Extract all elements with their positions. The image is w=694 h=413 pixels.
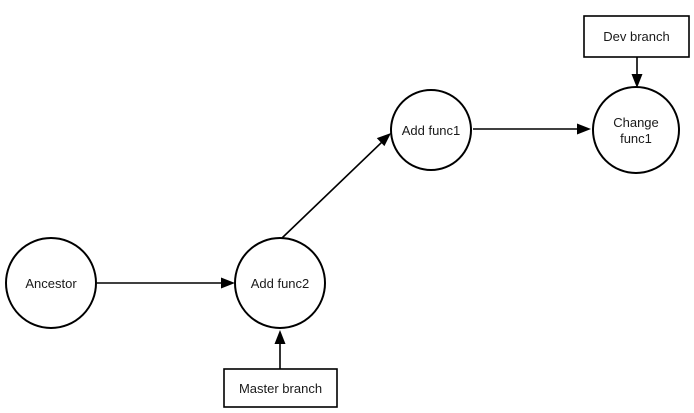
node-change-func1-label-line1: Change [613, 115, 659, 130]
edge-add-func2-to-add-func1 [281, 133, 391, 239]
node-ancestor-label: Ancestor [25, 276, 77, 291]
master-branch-box: Master branch [223, 368, 338, 408]
node-add-func1-label: Add func1 [402, 123, 461, 138]
edge-dev-branch-to-change-func1 [631, 57, 643, 88]
node-add-func2: Add func2 [234, 237, 326, 329]
master-branch-label: Master branch [239, 381, 322, 396]
node-ancestor: Ancestor [5, 237, 97, 329]
node-change-func1: Change func1 [592, 86, 680, 174]
dev-branch-label: Dev branch [603, 29, 669, 44]
node-change-func1-label-line2: func1 [620, 131, 652, 146]
edge-master-branch-to-add-func2 [274, 330, 286, 369]
edge-ancestor-to-add-func2 [97, 277, 235, 289]
node-add-func1: Add func1 [390, 89, 472, 171]
node-add-func2-label: Add func2 [251, 276, 310, 291]
edge-add-func1-to-change-func1 [473, 123, 591, 135]
dev-branch-box: Dev branch [583, 15, 690, 58]
